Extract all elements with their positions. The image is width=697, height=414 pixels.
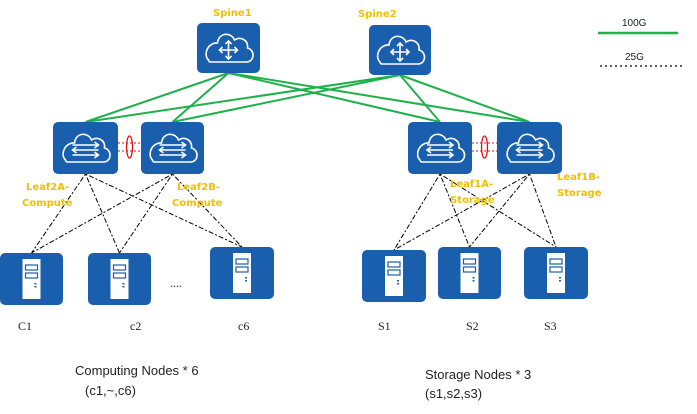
switch-icon (62, 133, 111, 163)
spine1-label: Spine1 (213, 8, 252, 19)
compute-ellipsis: .... (170, 276, 182, 290)
spine-spine1[interactable] (197, 23, 260, 73)
switch-icon (149, 133, 198, 163)
link-100g-spine2-leaf2b (172, 74, 401, 123)
switch-icon (506, 133, 555, 163)
nodes-layer (0, 23, 588, 305)
leaf2a-label-line1: Leaf2A- (26, 182, 69, 193)
link-25g-leaf1b-s2 (469, 173, 530, 248)
links-layer (31, 72, 557, 254)
leaf1b-label-line2: Storage (557, 188, 602, 199)
device-box (141, 122, 204, 174)
link-25g-leaf1a-s3 (439, 173, 557, 248)
switch-icon (416, 133, 466, 163)
server-tower-icon (547, 253, 565, 293)
server-s3[interactable] (524, 247, 588, 299)
link-25g-leaf1b-s3 (529, 173, 557, 248)
server-label-s3: S3 (544, 319, 557, 333)
leaf-leaf2b[interactable] (141, 122, 204, 174)
legend: 100G 25G (598, 18, 682, 67)
link-100g-spine1-leaf1b (228, 72, 530, 123)
link-100g-spine2-leaf1a (399, 74, 441, 123)
storage-caption-list: (s1,s2,s3) (425, 386, 482, 401)
compute-caption-list: (c1,~,c6) (85, 383, 136, 398)
server-label-c1: C1 (18, 319, 32, 333)
server-s2[interactable] (438, 247, 501, 299)
leaf2b-label-line1: Leaf2B- (177, 182, 220, 193)
legend-label-25g: 25G (625, 52, 644, 63)
link-100g-spine2-leaf1b (399, 74, 530, 123)
link-25g-leaf2a-c1 (31, 173, 86, 254)
device-box (497, 122, 562, 174)
server-label-c6: c6 (238, 319, 249, 333)
link-100g-spine1-leaf2a (85, 72, 229, 123)
link-25g-leaf2b-c2 (119, 173, 173, 254)
link-100g-spine2-leaf2a (85, 74, 401, 123)
compute-caption-title: Computing Nodes * 6 (75, 363, 199, 378)
server-tower-icon (22, 259, 41, 299)
server-tower-icon (233, 253, 251, 293)
server-tower-icon (460, 253, 479, 293)
spine-spine2[interactable] (369, 25, 431, 75)
leaf-leaf1b[interactable] (497, 122, 562, 174)
link-100g-spine1-leaf2b (171, 72, 230, 123)
leaf1a-label-line2: Storage (450, 195, 495, 206)
mlag-link-leaf2a-leaf2b (118, 135, 141, 159)
router-icon (205, 33, 254, 63)
link-25g-leaf1a-s1 (393, 173, 441, 251)
mlag-link-leaf1a-leaf1b (472, 135, 497, 159)
server-tower-icon (385, 256, 403, 296)
link-25g-leaf2a-c2 (85, 173, 120, 254)
mlag-ellipse (480, 135, 489, 159)
link-25g-leaf2b-c1 (31, 173, 173, 254)
leaf2b-label-line2: Compute (172, 198, 223, 209)
server-c2[interactable] (88, 253, 151, 305)
mlag-ellipse (125, 135, 134, 159)
leaf-leaf1a[interactable] (408, 122, 472, 174)
link-25g-leaf2b-c6 (172, 173, 243, 248)
leaf1a-label-line1: Leaf1A- (450, 179, 493, 190)
leaf1b-label-line1: Leaf1B- (557, 172, 600, 183)
link-25g-leaf1a-s2 (439, 173, 470, 248)
link-100g-spine1-leaf1a (228, 72, 441, 123)
server-c1[interactable] (0, 253, 63, 305)
device-box (53, 122, 118, 174)
device-box (408, 122, 472, 174)
legend-label-100g: 100G (622, 18, 647, 29)
server-label-s2: S2 (466, 319, 479, 333)
server-tower-icon (110, 259, 129, 299)
spine2-label: Spine2 (358, 9, 397, 20)
router-icon (376, 35, 426, 65)
storage-caption-title: Storage Nodes * 3 (425, 367, 531, 382)
server-c6[interactable] (210, 247, 274, 299)
server-s1[interactable] (362, 250, 426, 302)
mlag-layer (118, 135, 497, 159)
leaf2a-label-line2: Compute (22, 198, 73, 209)
leaf-leaf2a[interactable] (53, 122, 118, 174)
link-25g-leaf1b-s1 (393, 173, 530, 251)
server-label-c2: c2 (130, 319, 141, 333)
server-label-s1: S1 (378, 319, 391, 333)
link-25g-leaf2a-c6 (85, 173, 243, 248)
